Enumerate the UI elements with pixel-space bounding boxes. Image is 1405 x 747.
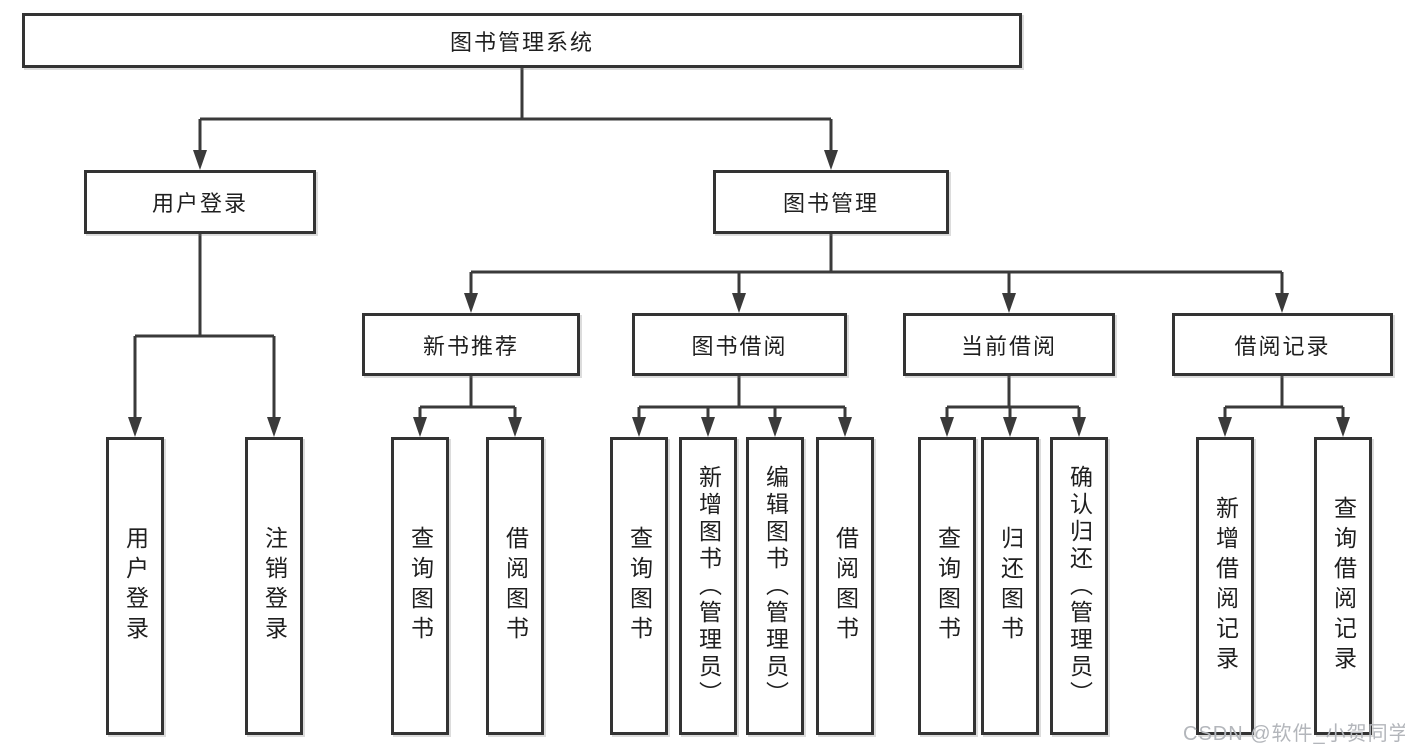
node-user-login-label: 用户登录 [151,191,248,216]
leaf-query-borrow-record: 查询借阅记录 [1314,437,1372,735]
node-borrow-records: 借阅记录 [1172,313,1393,376]
leaf-logout-label: 注销登录 [261,526,288,646]
node-book-borrow: 图书借阅 [632,313,847,376]
leaf-query-book-borrow: 查询图书 [610,437,668,735]
leaf-query-book-borrow-label: 查询图书 [626,526,653,646]
leaf-edit-book-admin-label: 编辑图书（管理员） [762,464,789,708]
leaf-borrow-book-recommend-label: 借阅图书 [502,526,529,646]
node-book-borrow-label: 图书借阅 [691,333,788,359]
leaf-return-book: 归还图书 [981,437,1039,735]
node-current-borrow-label: 当前借阅 [960,333,1057,359]
leaf-borrow-book: 借阅图书 [816,437,874,735]
arrowhead-icons [128,150,1350,437]
leaf-add-book-admin-label: 新增图书（管理员） [695,464,722,708]
leaf-logout: 注销登录 [245,437,303,735]
leaf-add-borrow-record-label: 新增借阅记录 [1212,496,1239,676]
node-user-login: 用户登录 [84,170,316,234]
leaf-query-borrow-record-label: 查询借阅记录 [1330,496,1357,676]
watermark: CSDN @软件_小贺同学 [1183,723,1405,745]
node-current-borrow: 当前借阅 [903,313,1115,376]
node-new-book-recommend: 新书推荐 [362,313,580,376]
leaf-user-login-label: 用户登录 [122,526,149,646]
leaf-borrow-book-label: 借阅图书 [832,526,859,646]
leaf-edit-book-admin: 编辑图书（管理员） [746,437,804,735]
leaf-user-login: 用户登录 [106,437,164,735]
leaf-confirm-return-admin: 确认归还（管理员） [1050,437,1108,735]
node-book-management: 图书管理 [713,170,949,234]
node-new-book-recommend-label: 新书推荐 [422,333,519,359]
node-root-library-system: 图书管理系统 [22,13,1022,68]
leaf-query-book-current: 查询图书 [918,437,976,735]
node-book-management-label: 图书管理 [782,191,879,216]
leaf-query-book-current-label: 查询图书 [934,526,961,646]
leaf-query-book-recommend: 查询图书 [391,437,449,735]
leaf-return-book-label: 归还图书 [997,526,1024,646]
node-root-label: 图书管理系统 [449,29,594,55]
leaf-confirm-return-admin-label: 确认归还（管理员） [1066,464,1093,708]
leaf-query-book-recommend-label: 查询图书 [407,526,434,646]
node-borrow-records-label: 借阅记录 [1234,333,1331,359]
leaf-borrow-book-recommend: 借阅图书 [486,437,544,735]
leaf-add-borrow-record: 新增借阅记录 [1196,437,1254,735]
leaf-add-book-admin: 新增图书（管理员） [679,437,737,735]
